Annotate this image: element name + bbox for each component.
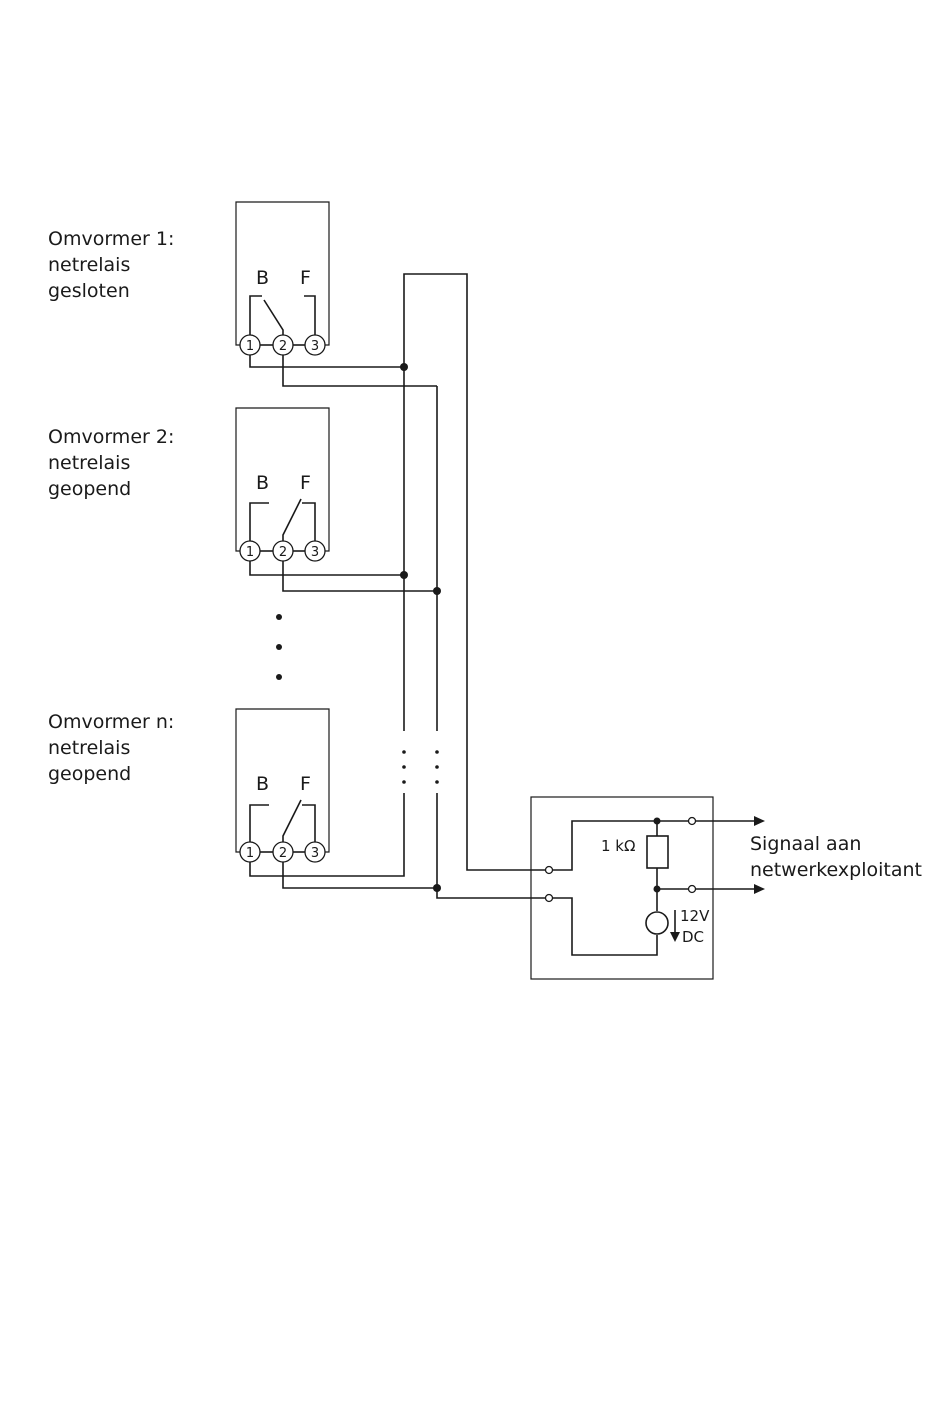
inverter-1-title: Omvormer 1: bbox=[48, 228, 174, 250]
inverter-1-pin-2: 2 bbox=[279, 339, 287, 354]
inverter-2-label-b: B bbox=[256, 472, 269, 494]
wire-inv1-pin1 bbox=[250, 355, 404, 367]
output-terminal-2 bbox=[689, 886, 696, 893]
inverter-1-state: gesloten bbox=[48, 280, 130, 302]
inverter-n-pin-3: 3 bbox=[311, 846, 319, 861]
input-terminal-2 bbox=[546, 895, 553, 902]
inverter-2-pin-2: 2 bbox=[279, 545, 287, 560]
inverter-n-title: Omvormer n: bbox=[48, 711, 174, 733]
output-label-line2: netwerkexploitant bbox=[750, 859, 922, 881]
receiver-wire-bottom bbox=[553, 898, 657, 955]
output-terminal-1 bbox=[689, 818, 696, 825]
inverter-n-label-b: B bbox=[256, 773, 269, 795]
resistor-label: 1 kΩ bbox=[601, 837, 635, 855]
arrow-right-icon bbox=[754, 884, 765, 894]
source-arrow-head bbox=[670, 932, 680, 942]
inverter-2-title: Omvormer 2: bbox=[48, 426, 174, 448]
inverter-1-label-f: F bbox=[300, 267, 311, 289]
junction bbox=[433, 587, 441, 595]
wire-inv2-pin1 bbox=[250, 561, 404, 575]
inverter-2-label-f: F bbox=[300, 472, 311, 494]
junction bbox=[433, 884, 441, 892]
wire-inv2-pin2 bbox=[283, 561, 437, 591]
input-terminal-1 bbox=[546, 867, 553, 874]
inverter-n-relay-blade bbox=[283, 800, 301, 843]
receiver-unit: 1 kΩ 12V DC Signaal aan netwerkexploitan… bbox=[531, 797, 922, 979]
resistor bbox=[647, 836, 668, 868]
inverter-1-label-b: B bbox=[256, 267, 269, 289]
inverter-2-relay-blade bbox=[283, 499, 301, 542]
wire-inv1-pin2 bbox=[283, 355, 437, 386]
more-inverters-ellipsis bbox=[276, 614, 282, 680]
junction bbox=[400, 571, 408, 579]
bus-b-lower bbox=[437, 793, 545, 898]
source-voltage-label: 12V bbox=[680, 907, 710, 925]
inverter-2-pin-1: 1 bbox=[246, 545, 254, 560]
inverter-2-contact-f bbox=[302, 503, 315, 542]
inverter-2-state: geopend bbox=[48, 478, 131, 500]
bus-wiring bbox=[250, 274, 545, 898]
inverter-n-line2: netrelais bbox=[48, 737, 130, 759]
inverter-n-pin-2: 2 bbox=[279, 846, 287, 861]
inverter-2: Omvormer 2: netrelais geopend B F 1 2 3 bbox=[48, 408, 329, 561]
junction bbox=[654, 818, 661, 825]
arrow-right-icon bbox=[754, 816, 765, 826]
bus-a bbox=[404, 274, 545, 870]
inverter-1: Omvormer 1: netrelais gesloten B F 1 2 3 bbox=[48, 202, 329, 355]
voltage-source-icon bbox=[646, 912, 668, 934]
inverter-n: Omvormer n: netrelais geopend B F 1 2 3 bbox=[48, 709, 329, 862]
inverter-2-contact-b bbox=[250, 503, 269, 542]
inverter-n-pin-1: 1 bbox=[246, 846, 254, 861]
bus-continuation-dots bbox=[402, 750, 439, 784]
junction bbox=[654, 886, 661, 893]
inverter-n-label-f: F bbox=[300, 773, 311, 795]
inverter-1-contact-b bbox=[250, 296, 262, 336]
inverter-1-relay-blade bbox=[264, 300, 283, 336]
inverter-2-line2: netrelais bbox=[48, 452, 130, 474]
junction bbox=[400, 363, 408, 371]
inverter-1-contact-f bbox=[304, 296, 315, 336]
inverter-n-contact-f bbox=[302, 805, 315, 843]
inverter-1-pin-3: 3 bbox=[311, 339, 319, 354]
wire-invn-pin2 bbox=[283, 862, 437, 888]
inverter-n-contact-b bbox=[250, 805, 269, 843]
source-type-label: DC bbox=[682, 928, 704, 946]
receiver-housing bbox=[531, 797, 713, 979]
output-label-line1: Signaal aan bbox=[750, 833, 861, 855]
inverter-n-state: geopend bbox=[48, 763, 131, 785]
inverter-2-pin-3: 3 bbox=[311, 545, 319, 560]
inverter-1-pin-1: 1 bbox=[246, 339, 254, 354]
wire-invn-pin1 bbox=[250, 793, 404, 876]
inverter-1-line2: netrelais bbox=[48, 254, 130, 276]
